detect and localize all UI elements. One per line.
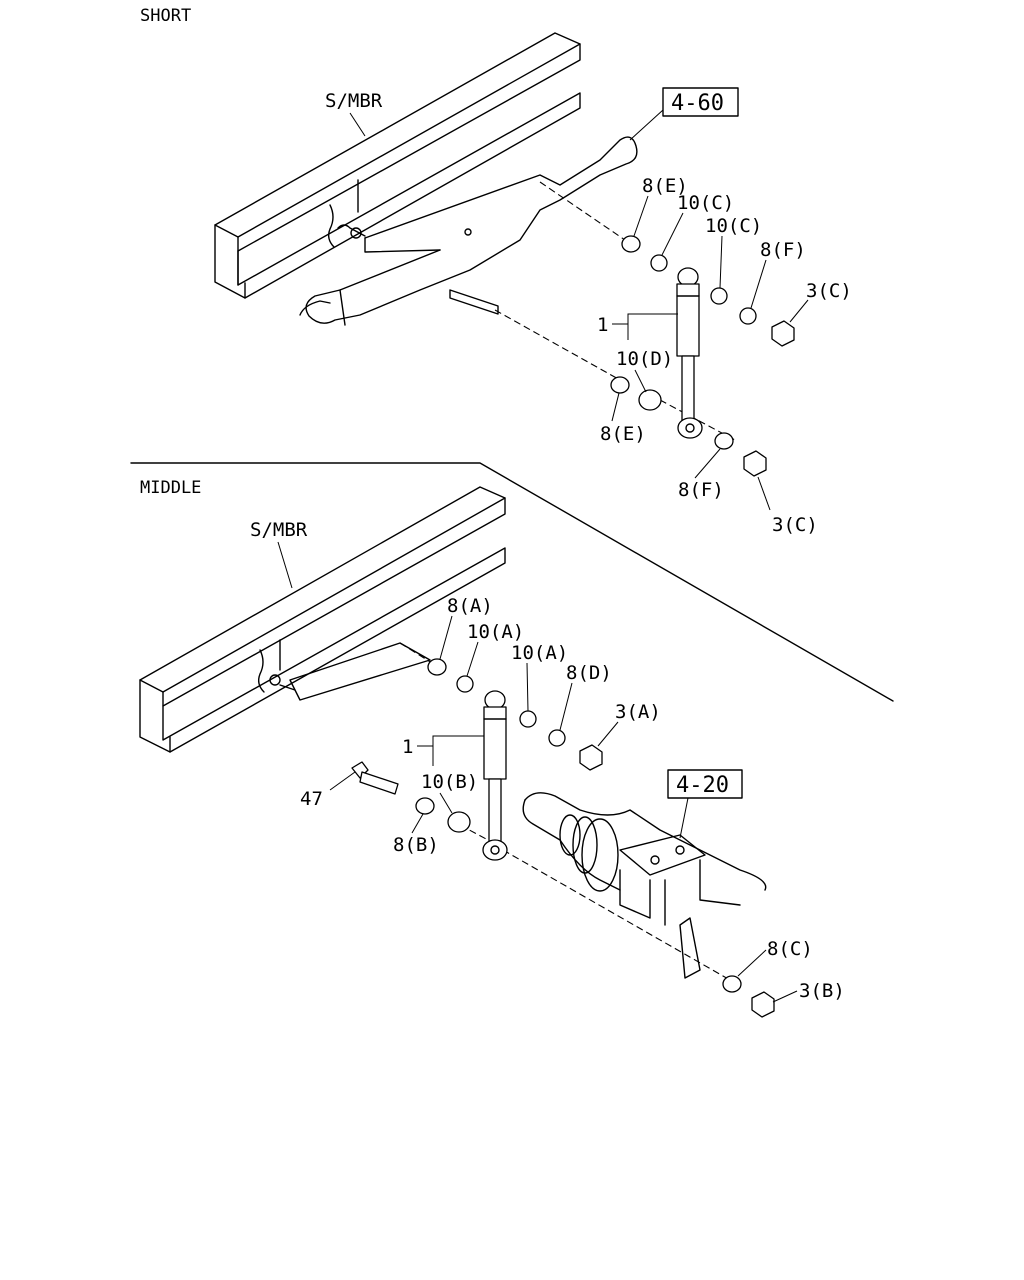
nut-3b <box>751 991 775 1018</box>
callout-8e-bottom: 8(E) <box>600 423 646 445</box>
callout-8d: 8(D) <box>566 662 612 684</box>
ref-box-4-60[interactable] <box>662 87 739 117</box>
washer-8e-bottom <box>610 376 630 394</box>
shock-absorber-middle <box>482 690 508 861</box>
section-title-middle: MIDDLE <box>140 478 201 498</box>
section-divider <box>130 462 894 702</box>
nut-3c-bottom <box>743 450 767 477</box>
callout-8b: 8(B) <box>393 834 439 856</box>
bushing-10a-2 <box>519 710 537 728</box>
callout-10a-1: 10(A) <box>467 621 524 643</box>
ref-box-label-4-60: 4-60 <box>671 91 724 116</box>
shock-absorber-short <box>676 267 703 439</box>
washer-8b <box>415 797 435 815</box>
washer-8e-top <box>621 235 641 253</box>
side-member-frame-short <box>214 32 581 299</box>
callout-3b: 3(B) <box>799 980 845 1002</box>
callout-8f-bottom: 8(F) <box>678 479 724 501</box>
washer-8a <box>427 658 447 676</box>
callout-8f-top: 8(F) <box>760 239 806 261</box>
washer-8c <box>722 975 742 993</box>
washer-8f-bottom <box>714 432 734 450</box>
callout-8e-top: 8(E) <box>642 175 688 197</box>
callout-8c: 8(C) <box>767 938 813 960</box>
callout-3a: 3(A) <box>615 701 661 723</box>
callout-shock-middle: 1 <box>402 736 413 758</box>
frame-label-short: S/MBR <box>325 90 383 112</box>
callout-47: 47 <box>300 788 323 810</box>
frame-label-middle: S/MBR <box>250 519 308 541</box>
bushing-10b <box>447 811 471 833</box>
callout-10c-1: 10(C) <box>677 192 734 214</box>
nut-3c-top <box>771 320 795 347</box>
callout-3c-top: 3(C) <box>806 280 852 302</box>
callout-8a: 8(A) <box>447 595 493 617</box>
section-title-short: SHORT <box>140 6 191 26</box>
washer-8d <box>548 729 566 747</box>
side-member-frame-middle <box>139 486 506 753</box>
callout-shock-short: 1 <box>597 314 608 336</box>
callout-3c-bottom: 3(C) <box>772 514 818 536</box>
bushing-10d <box>638 389 662 411</box>
washer-8f-top <box>739 307 757 325</box>
bushing-10c-1 <box>650 254 668 272</box>
nut-3a <box>579 744 603 771</box>
callout-10b: 10(B) <box>421 771 478 793</box>
callout-10d: 10(D) <box>616 348 673 370</box>
callout-10c-2: 10(C) <box>705 215 762 237</box>
bushing-10a-1 <box>456 675 474 693</box>
leaf-spring-short <box>299 136 638 326</box>
axle-housing-middle <box>522 792 767 979</box>
callout-10a-2: 10(A) <box>511 642 568 664</box>
ref-box-label-4-20: 4-20 <box>676 773 729 798</box>
ref-box-4-20[interactable] <box>667 769 743 799</box>
bolt-47 <box>351 761 399 795</box>
bushing-10c-2 <box>710 287 728 305</box>
